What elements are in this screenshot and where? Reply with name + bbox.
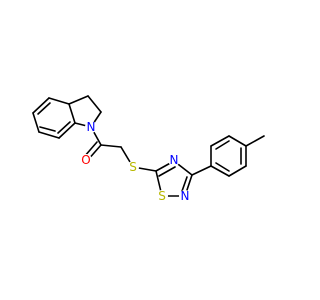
bond: [210, 135, 230, 147]
bond: [215, 162, 230, 172]
atom-label-background: [85, 121, 97, 133]
atom-label-background: [156, 190, 168, 202]
bond: [100, 144, 122, 148]
atom-s-thioether: S: [129, 160, 137, 174]
bond: [158, 166, 176, 177]
bond: [215, 140, 230, 150]
bond: [37, 102, 51, 115]
bond: [57, 121, 71, 134]
bond: [58, 122, 76, 139]
bond: [68, 103, 76, 124]
molecule-canvas: N O S N S N: [32, 95, 265, 203]
atom-n-ring-upper: N: [170, 153, 179, 167]
atom-label-background: [80, 154, 92, 166]
bond: [210, 165, 230, 177]
bond: [48, 97, 70, 105]
bond: [32, 112, 40, 133]
bond: [68, 95, 89, 105]
bond-lines: [32, 95, 265, 197]
atom-s-ring: S: [158, 189, 166, 203]
bond: [228, 135, 247, 147]
bond: [87, 95, 102, 113]
bond: [191, 165, 212, 176]
bond: [32, 97, 50, 114]
atom-label-background: [168, 154, 180, 166]
bond: [228, 165, 247, 177]
bond: [39, 126, 56, 132]
atom-label-background: [179, 190, 191, 202]
atom-o-carbonyl: O: [81, 153, 90, 167]
bond: [38, 131, 60, 139]
molecule-structure: N O S N S N: [32, 95, 265, 203]
atom-n-ring-lower: N: [181, 189, 190, 203]
atom-label-background: [127, 161, 139, 173]
bond: [245, 135, 265, 147]
atom-n-indoline: N: [87, 120, 96, 134]
atom-labels: N O S N S N: [80, 120, 191, 203]
